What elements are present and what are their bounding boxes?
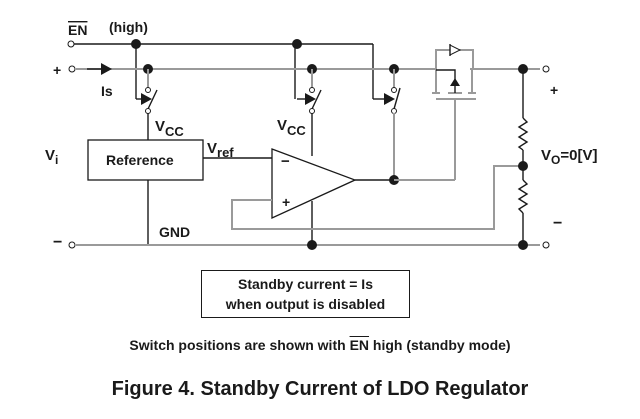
en-junction-dot [292, 39, 302, 49]
mosfet-arrow-icon [450, 78, 460, 86]
reference-block-label: Reference [106, 152, 174, 168]
input-minus-label: − [53, 234, 62, 251]
input-plus-label: + [53, 62, 61, 78]
output-plus-label: + [550, 82, 558, 98]
vcc-reference-label: VCC [155, 118, 184, 139]
switch-1 [136, 69, 158, 140]
feedback-wire [231, 165, 523, 230]
switch-caption-after: high (standby mode) [369, 337, 511, 353]
vcc-opamp-label: VCC [277, 117, 306, 138]
opamp-plus-label: + [282, 194, 290, 210]
switch-3 [373, 69, 401, 180]
output-minus-terminal [542, 241, 550, 249]
input-minus-terminal [68, 241, 76, 249]
reference-block [87, 139, 204, 181]
standby-note-box: Standby current = Is when output is disa… [201, 270, 410, 318]
switch-2 [297, 69, 322, 156]
switch-caption: Switch positions are shown with EN high … [0, 337, 640, 353]
en-control-line [74, 43, 374, 99]
figure-title: Figure 4. Standby Current of LDO Regulat… [111, 378, 529, 400]
en-bar-label: EN [68, 22, 87, 38]
en-state-label: (high) [109, 19, 148, 35]
switch-caption-en: EN [349, 337, 370, 353]
error-amplifier [271, 148, 357, 220]
switch-caption-before: Switch positions are shown with [129, 337, 350, 353]
gnd-label: GND [159, 224, 190, 240]
note-line-1: Standby current = Is [238, 276, 373, 292]
gnd-junction-dot [518, 240, 528, 250]
gnd-junction-dot [307, 240, 317, 250]
note-line-2: when output is disabled [225, 296, 386, 312]
en-junction-dot [131, 39, 141, 49]
body-diode [435, 44, 474, 69]
pass-mosfet [432, 69, 476, 180]
vi-label: Vi [45, 147, 58, 167]
vref-label: Vref [207, 140, 234, 160]
output-plus-terminal [542, 65, 550, 73]
output-divider [517, 69, 529, 245]
vo-label: VO=0[V] [541, 147, 597, 167]
output-minus-label: − [553, 215, 562, 232]
en-terminal [67, 40, 75, 48]
is-current-label: Is [101, 83, 113, 99]
current-arrow-icon [101, 63, 112, 75]
opamp-minus-label: − [281, 153, 290, 170]
input-plus-terminal [68, 65, 76, 73]
